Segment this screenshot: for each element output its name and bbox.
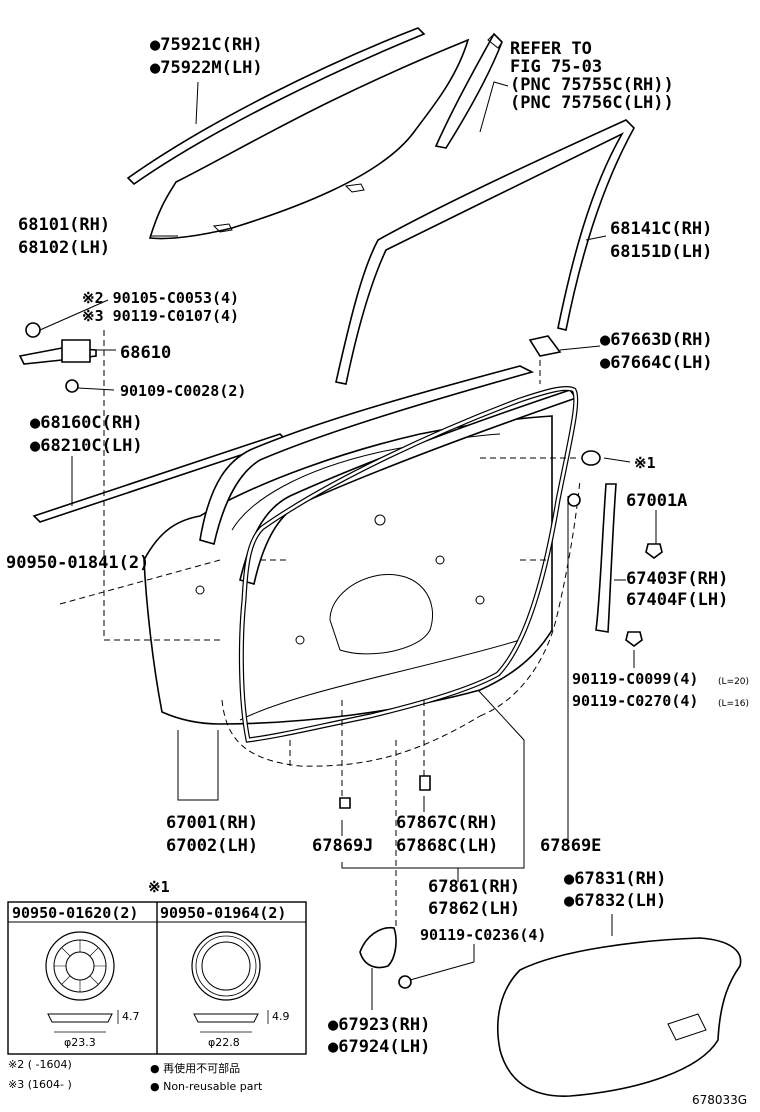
- label-seal-rh: ●68160C(RH): [30, 413, 143, 433]
- door-check-part: [18, 322, 97, 393]
- label-screw-1: 90119-C0099(4): [572, 670, 698, 688]
- label-w-867c: 67867C(RH): [396, 813, 498, 833]
- label-frame-rh: 67403F(RH): [626, 569, 728, 589]
- label-seal-lh: ●68210C(LH): [30, 436, 143, 456]
- clip-67869j-part: [339, 797, 351, 809]
- bracket-screw-part: [398, 975, 412, 989]
- screw-part: [625, 631, 643, 647]
- label-glass-lh: ●75922M(LH): [150, 58, 263, 78]
- clip-67001a-part: [567, 493, 581, 507]
- label-door-rh: 67001(RH): [166, 813, 258, 833]
- label-bracket-rh: ●67923(RH): [328, 1015, 430, 1035]
- label-channel-rh: 68141C(RH): [610, 219, 712, 239]
- clip-part: [645, 543, 663, 559]
- label-bracket-screw: 90119-C0236(4): [420, 926, 546, 944]
- door-glass-part: [148, 38, 470, 240]
- label-plug-ref: ※1: [634, 454, 656, 472]
- label-bracket-lh: ●67924(LH): [328, 1037, 430, 1057]
- clip-67867c-part: [419, 775, 431, 791]
- front-corner-cover-part: [434, 32, 503, 149]
- label-plug-a-diameter: φ23.3: [64, 1036, 96, 1049]
- label-cover-rh: ●67663D(RH): [600, 330, 713, 350]
- label-plug-a-height: 4.7: [122, 1010, 140, 1023]
- label-hole-plug: 90950-01841(2): [6, 553, 149, 573]
- run-channel-part: [335, 119, 635, 385]
- label-cover-lh: ●67664C(LH): [600, 353, 713, 373]
- label-ws-rh: 67861(RH): [428, 877, 520, 897]
- label-detail-ref: ※1: [148, 878, 170, 896]
- label-w-869j: 67869J: [312, 836, 373, 856]
- label-channel-lh: 68151D(LH): [610, 242, 712, 262]
- label-w-868c: 67868C(LH): [396, 836, 498, 856]
- rear-frame-part: [595, 483, 617, 633]
- footnote-2: ※2 ( -1604): [8, 1058, 72, 1071]
- label-clip-a: 67001A: [626, 491, 687, 511]
- label-bolt-c: 90109-C0028(2): [120, 382, 246, 400]
- label-frame-lh: 67404F(LH): [626, 590, 728, 610]
- label-glass-rh: ●75921C(RH): [150, 35, 263, 55]
- label-service-rh: ●67831(RH): [564, 869, 666, 889]
- label-w-869e: 67869E: [540, 836, 601, 856]
- label-service-lh: ●67832(LH): [564, 891, 666, 911]
- label-refer-4: (PNC 75756C(LH)): [510, 93, 674, 113]
- label-check: 68610: [120, 343, 171, 363]
- corner-cover-part: [528, 335, 562, 357]
- legend-japanese: ● 再使用不可部品: [150, 1061, 240, 1075]
- legend-english: ● Non-reusable part: [150, 1080, 263, 1093]
- label-refer-1: REFER TO: [510, 39, 592, 59]
- label-plug-b-height: 4.9: [272, 1010, 290, 1023]
- label-ws-lh: 67862(LH): [428, 899, 520, 919]
- label-refer-3: (PNC 75755C(RH)): [510, 75, 674, 95]
- bracket-part: [359, 927, 397, 969]
- figure-number: 678033G: [692, 1093, 747, 1107]
- leader-lines: [39, 81, 657, 1010]
- label-plug-a: 90950-01620(2): [12, 904, 138, 922]
- label-refer-2: FIG 75-03: [510, 57, 602, 77]
- label-door-lh: 67002(LH): [166, 836, 258, 856]
- label-screw-2: 90119-C0270(4): [572, 692, 698, 710]
- label-screw-2-note: (L=16): [718, 699, 749, 709]
- service-hole-cover-part: [497, 937, 742, 1097]
- plug-detail-box: ※1 90950-01620(2) 90950-01964(2) 4.7 φ23…: [7, 878, 307, 1055]
- footnote-3: ※3 (1604- ): [8, 1078, 72, 1091]
- door-weatherstrip-part: [238, 385, 579, 743]
- label-door-glass-lh: 68102(LH): [18, 238, 110, 258]
- glass-weatherstrip-part: [126, 27, 426, 186]
- label-bolt-a: ※2 90105-C0053(4): [82, 289, 239, 307]
- label-plug-b: 90950-01964(2): [160, 904, 286, 922]
- plug-b-drawing: 4.9 φ22.8: [191, 931, 290, 1049]
- label-screw-1-note: (L=20): [718, 677, 749, 687]
- assembly-dashed-lines: [59, 330, 580, 930]
- label-bolt-b: ※3 90119-C0107(4): [82, 307, 239, 325]
- plug-a-drawing: 4.7 φ23.3: [45, 931, 140, 1049]
- label-door-glass-rh: 68101(RH): [18, 215, 110, 235]
- hole-plug-part: [581, 450, 601, 466]
- label-plug-b-diameter: φ22.8: [208, 1036, 240, 1049]
